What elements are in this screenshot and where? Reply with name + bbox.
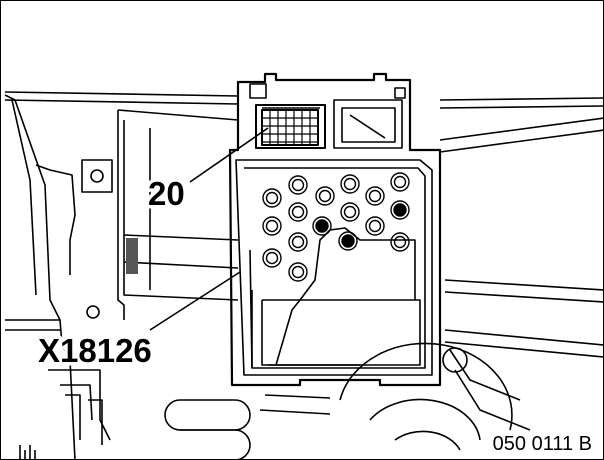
pin-socket	[288, 175, 308, 195]
pin-socket	[340, 202, 360, 222]
pin-socket	[288, 202, 308, 222]
connector-pins	[262, 172, 410, 282]
pin-20-grid	[261, 109, 319, 146]
pin-socket	[340, 174, 360, 194]
pin-socket	[390, 172, 410, 192]
figure-number-halo: 050 0111 B	[493, 433, 592, 455]
connector-housing	[228, 72, 442, 387]
leader-line-x18126	[149, 271, 241, 331]
leader-line-20	[189, 127, 269, 183]
figure-number: 050 0111 B	[493, 433, 592, 455]
pin-filled	[390, 200, 410, 220]
pin-filled	[312, 216, 332, 236]
callout-x18126: X18126	[38, 332, 152, 369]
pin-socket	[315, 186, 335, 206]
pin-filled	[338, 231, 358, 251]
pin-socket	[262, 248, 282, 268]
top-latch	[249, 83, 406, 149]
dashboard-background	[4, 91, 603, 459]
pin-socket	[365, 186, 385, 206]
pin-socket	[365, 216, 385, 236]
callout-x18126-halo: X18126	[38, 332, 152, 369]
pin-socket	[262, 216, 282, 236]
pin-socket	[288, 262, 308, 282]
pin-socket	[390, 232, 410, 252]
callout-20-halo: 20	[148, 175, 185, 212]
leader-lines	[149, 127, 269, 331]
pin-socket	[262, 188, 282, 208]
pin-socket	[288, 232, 308, 252]
callout-20: 20	[148, 175, 185, 212]
